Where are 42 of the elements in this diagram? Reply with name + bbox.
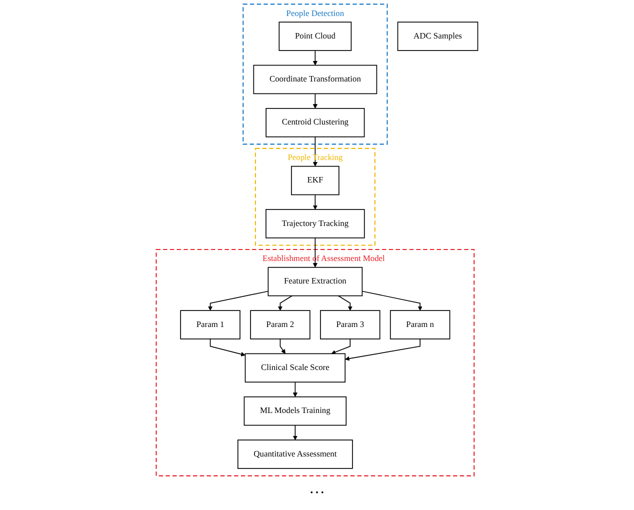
node-label: Clinical Scale Score bbox=[261, 363, 330, 372]
process-box bbox=[250, 310, 310, 340]
node-label: Trajectory Tracking bbox=[282, 218, 349, 228]
arrow bbox=[338, 295, 352, 311]
arrow bbox=[292, 382, 298, 398]
process-box bbox=[278, 22, 352, 51]
process-box bbox=[266, 209, 365, 238]
node-label: Quantitative Assessment bbox=[254, 449, 337, 458]
node-label: ML Models Training bbox=[260, 406, 330, 416]
node-label: Point Cloud bbox=[294, 32, 336, 41]
arrow bbox=[362, 290, 422, 311]
arrow bbox=[280, 338, 286, 354]
node-label: EKF bbox=[307, 176, 324, 185]
node-label: Param n bbox=[406, 320, 434, 329]
arrow bbox=[278, 295, 293, 311]
process-box bbox=[390, 310, 450, 340]
process-box bbox=[244, 396, 347, 426]
process-box bbox=[237, 440, 353, 469]
process-box bbox=[244, 353, 346, 383]
process-box bbox=[180, 310, 240, 340]
process-box bbox=[253, 64, 378, 94]
node-label: ADC Samples bbox=[414, 32, 462, 41]
node-label: Feature Extraction bbox=[284, 276, 346, 286]
process-box bbox=[397, 22, 478, 51]
process-box bbox=[320, 310, 380, 340]
node-label: Param 1 bbox=[196, 320, 224, 329]
process-box bbox=[291, 166, 340, 196]
process-box bbox=[266, 108, 365, 138]
node-label: Coordinate Transformation bbox=[269, 74, 361, 84]
arrow bbox=[344, 338, 420, 361]
arrow bbox=[331, 338, 351, 354]
arrow bbox=[312, 50, 318, 66]
arrow bbox=[208, 290, 269, 311]
arrow bbox=[210, 338, 246, 356]
process-box bbox=[268, 266, 363, 296]
ellipsis-text: … bbox=[309, 480, 325, 497]
node-label: Param 2 bbox=[266, 320, 294, 329]
arrow bbox=[312, 194, 318, 210]
node-label: Param 3 bbox=[336, 320, 364, 329]
arrow bbox=[312, 93, 318, 109]
node-label: Centroid Clustering bbox=[282, 118, 349, 127]
arrow bbox=[292, 424, 298, 440]
